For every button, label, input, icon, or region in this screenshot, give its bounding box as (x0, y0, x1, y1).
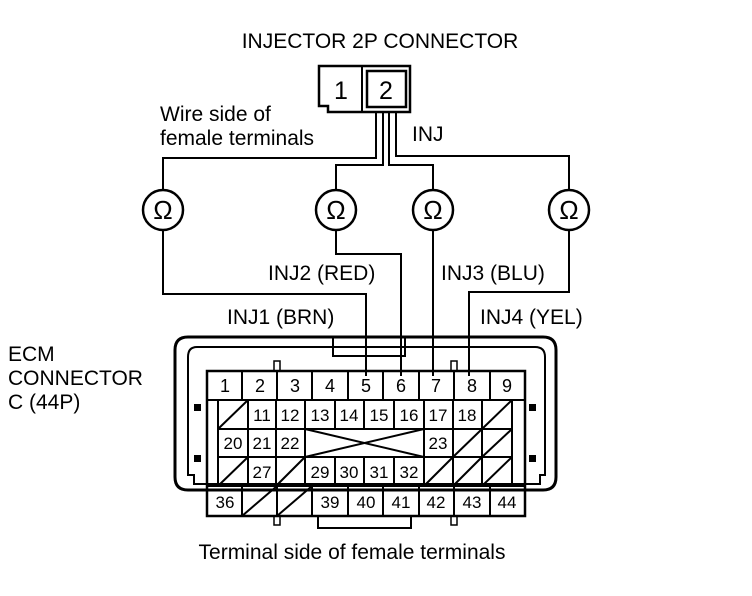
inj-label: INJ (412, 123, 444, 146)
ohmmeter-4: Ω (547, 188, 591, 232)
ecm-connector: 1 2 3 4 5 6 7 8 9 11 12 13 14 15 16 17 1… (173, 335, 558, 529)
ecm-pin: 44 (498, 493, 517, 512)
ecm-pin: 41 (392, 493, 411, 512)
ecm-pin: 6 (396, 376, 406, 396)
ecm-pin: 20 (224, 434, 243, 453)
injector-pin-1: 1 (334, 77, 348, 105)
wire-side-label-line2: female terminals (160, 127, 314, 150)
ecm-pin: 12 (281, 406, 300, 425)
ecm-pin: 13 (311, 406, 330, 425)
wire-label-inj4: INJ4 (YEL) (480, 306, 583, 329)
ecm-pin: 43 (463, 493, 482, 512)
ecm-pin: 4 (325, 376, 335, 396)
wire-label-inj3: INJ3 (BLU) (441, 262, 545, 285)
ecm-pin: 18 (458, 406, 477, 425)
ecm-label-line1: ECM (8, 343, 55, 366)
ohm-icon: Ω (153, 195, 172, 225)
ecm-pin: 5 (361, 376, 371, 396)
ecm-pin: 16 (400, 406, 419, 425)
wire-label-inj1: INJ1 (BRN) (227, 306, 334, 329)
wire-label-inj2: INJ2 (RED) (268, 262, 375, 285)
ecm-pin: 27 (253, 463, 272, 482)
ecm-row-5 (207, 485, 525, 517)
ecm-pin: 8 (467, 376, 477, 396)
terminal-side-label: Terminal side of female terminals (199, 541, 506, 564)
ohm-icon: Ω (423, 195, 442, 225)
injector-2p-connector: 1 2 (317, 64, 412, 114)
ohmmeter-2: Ω (314, 188, 358, 232)
ecm-pin: 21 (253, 434, 272, 453)
ecm-pin: 42 (427, 493, 446, 512)
injector-wires (162, 112, 570, 190)
ecm-pin: 14 (340, 406, 359, 425)
ecm-pin: 30 (340, 463, 359, 482)
injector-pin-2: 2 (379, 77, 393, 105)
ecm-pin: 40 (357, 493, 376, 512)
ecm-pin: 22 (281, 434, 300, 453)
ohm-icon: Ω (559, 195, 578, 225)
ecm-label-line3: C (44P) (8, 391, 80, 414)
ecm-pin: 2 (255, 376, 265, 396)
ecm-pin: 3 (290, 376, 300, 396)
ecm-pin: 7 (431, 376, 441, 396)
ecm-pin: 29 (311, 463, 330, 482)
ecm-label-line2: CONNECTOR (8, 367, 143, 390)
ohm-icon: Ω (326, 195, 345, 225)
ecm-wires (162, 230, 570, 376)
ecm-pin: 15 (370, 406, 389, 425)
ecm-pin: 1 (220, 376, 230, 396)
ecm-pin: 23 (429, 434, 448, 453)
wire-side-label-line1: Wire side of (160, 103, 271, 126)
ohmmeter-3: Ω (411, 188, 455, 232)
ohmmeter-1: Ω (141, 188, 185, 232)
ecm-pin: 11 (253, 406, 271, 425)
ecm-pin: 36 (216, 493, 235, 512)
ecm-rows-2-4 (217, 399, 513, 487)
ecm-pin: 17 (429, 406, 448, 425)
ecm-pin: 39 (321, 493, 340, 512)
diagram-title: INJECTOR 2P CONNECTOR (242, 30, 519, 53)
ecm-pin: 31 (370, 463, 389, 482)
ecm-pin: 9 (502, 376, 512, 396)
ecm-pin: 32 (400, 463, 419, 482)
